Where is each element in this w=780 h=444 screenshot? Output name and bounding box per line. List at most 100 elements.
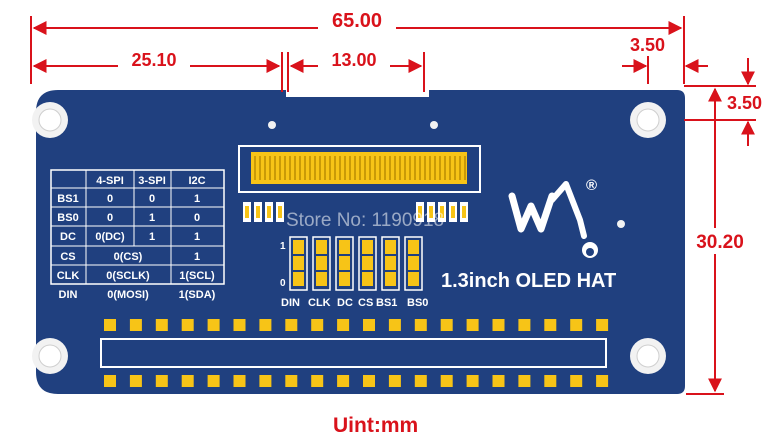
fpc-contact — [399, 156, 401, 180]
fpc-contact — [274, 156, 276, 180]
dimension-hole-offset-x: 3.50 — [622, 35, 708, 84]
gpio-pad — [285, 375, 298, 387]
fpc-contact — [259, 156, 261, 180]
gpio-pad — [596, 319, 609, 331]
registered-mark: ® — [586, 177, 597, 194]
jumper-pad — [339, 256, 350, 270]
table-row-label: BS1 — [57, 193, 78, 205]
table-cell: 1 — [194, 231, 200, 243]
table-row-label: DIN — [59, 289, 78, 301]
jumper-outline — [335, 236, 354, 291]
jumper-pad — [385, 256, 396, 270]
fpc-contact — [309, 156, 311, 180]
jumper-pad — [408, 256, 419, 270]
fpc-contact — [299, 156, 301, 180]
pin-label-bs0: BS0 — [407, 297, 428, 309]
fpc-contact — [319, 156, 321, 180]
gpio-pad — [311, 319, 324, 331]
gpio-pad — [181, 375, 194, 387]
table-row-label: CS — [60, 251, 75, 263]
table-cell: 1(SCL) — [179, 270, 215, 282]
dim-hole-spacing-y: 30.20 — [696, 232, 744, 253]
fpc-contact — [444, 156, 446, 180]
fpc-contact — [419, 156, 421, 180]
table-header-3spi: 3-SPI — [138, 175, 166, 187]
gpio-pad — [570, 375, 583, 387]
board-title: 1.3inch OLED HAT — [441, 270, 616, 292]
locating-dot-left — [268, 121, 276, 129]
gpio-pad — [518, 319, 531, 331]
fpc-contact — [384, 156, 386, 180]
dim-left-offset: 25.10 — [131, 50, 176, 70]
table-row-label: BS0 — [57, 212, 78, 224]
jumper-pad — [316, 272, 327, 286]
jumper-pad — [385, 272, 396, 286]
pin-label-dc: DC — [337, 297, 353, 309]
gpio-pad — [259, 319, 272, 331]
gpio-pad — [155, 375, 168, 387]
gpio-pad — [311, 375, 324, 387]
jumper-pad — [362, 272, 373, 286]
gpio-pad — [207, 375, 220, 387]
smd-components-right — [416, 202, 468, 222]
jumper-outline — [289, 236, 308, 291]
gpio-pad — [440, 375, 453, 387]
waveshare-wave-icon — [549, 181, 587, 239]
gpio-pad — [337, 319, 350, 331]
fpc-contact — [334, 156, 336, 180]
fpc-contact — [394, 156, 396, 180]
unit-label: Uint:mm — [333, 414, 418, 437]
table-cell: 1 — [194, 193, 200, 205]
gpio-header — [100, 319, 609, 387]
fpc-contact — [324, 156, 326, 180]
smd-components-left — [243, 202, 284, 222]
gpio-pad — [596, 375, 609, 387]
waveshare-logo: ® — [508, 177, 598, 258]
dimension-left-offset: 25.10 — [32, 48, 283, 92]
fpc-contact — [289, 156, 291, 180]
fpc-contact — [329, 156, 331, 180]
fpc-contact — [339, 156, 341, 180]
table-cell: 0(CS) — [114, 251, 143, 263]
gpio-pad — [363, 375, 375, 387]
fpc-contact — [294, 156, 296, 180]
table-cell: 0 — [107, 212, 113, 224]
fpc-contact — [404, 156, 406, 180]
jumper-pads: 1 0 — [280, 236, 423, 291]
table-cell: 0 — [149, 193, 155, 205]
gpio-pad — [285, 319, 298, 331]
jumper-row-label-1: 1 — [280, 241, 286, 252]
table-cell: 0(MOSI) — [107, 289, 149, 301]
mounting-hole-top-right — [630, 102, 666, 138]
gpio-pad — [259, 375, 272, 387]
fpc-contact — [409, 156, 411, 180]
table-header-i2c: I2C — [188, 175, 205, 187]
dimension-hole-spacing-y: 30.20 — [686, 87, 751, 395]
jumper-outline — [404, 236, 423, 291]
mounting-hole-top-left — [32, 102, 68, 138]
gpio-pad — [544, 319, 557, 331]
fpc-contact — [439, 156, 441, 180]
table-cell: 1(SDA) — [179, 289, 216, 301]
fpc-contact — [464, 156, 466, 180]
fpc-contact — [429, 156, 431, 180]
fpc-contact — [434, 156, 436, 180]
jumper-pad — [339, 272, 350, 286]
dim-window-width: 13.00 — [331, 50, 376, 70]
gpio-pad — [129, 375, 142, 387]
dimension-hole-offset-y: 3.50 — [684, 58, 762, 146]
gpio-pad — [466, 375, 479, 387]
fpc-contact — [314, 156, 316, 180]
gpio-pad — [233, 319, 246, 331]
fpc-contact — [374, 156, 376, 180]
jumper-pad — [293, 240, 304, 254]
fpc-contact — [359, 156, 361, 180]
jumper-pad — [293, 256, 304, 270]
jumper-pad — [362, 256, 373, 270]
fpc-contact — [304, 156, 306, 180]
fpc-contact — [459, 156, 461, 180]
locating-dot-right — [430, 121, 438, 129]
gpio-pad — [518, 375, 531, 387]
fpc-contact — [424, 156, 426, 180]
gpio-pad — [414, 319, 427, 331]
